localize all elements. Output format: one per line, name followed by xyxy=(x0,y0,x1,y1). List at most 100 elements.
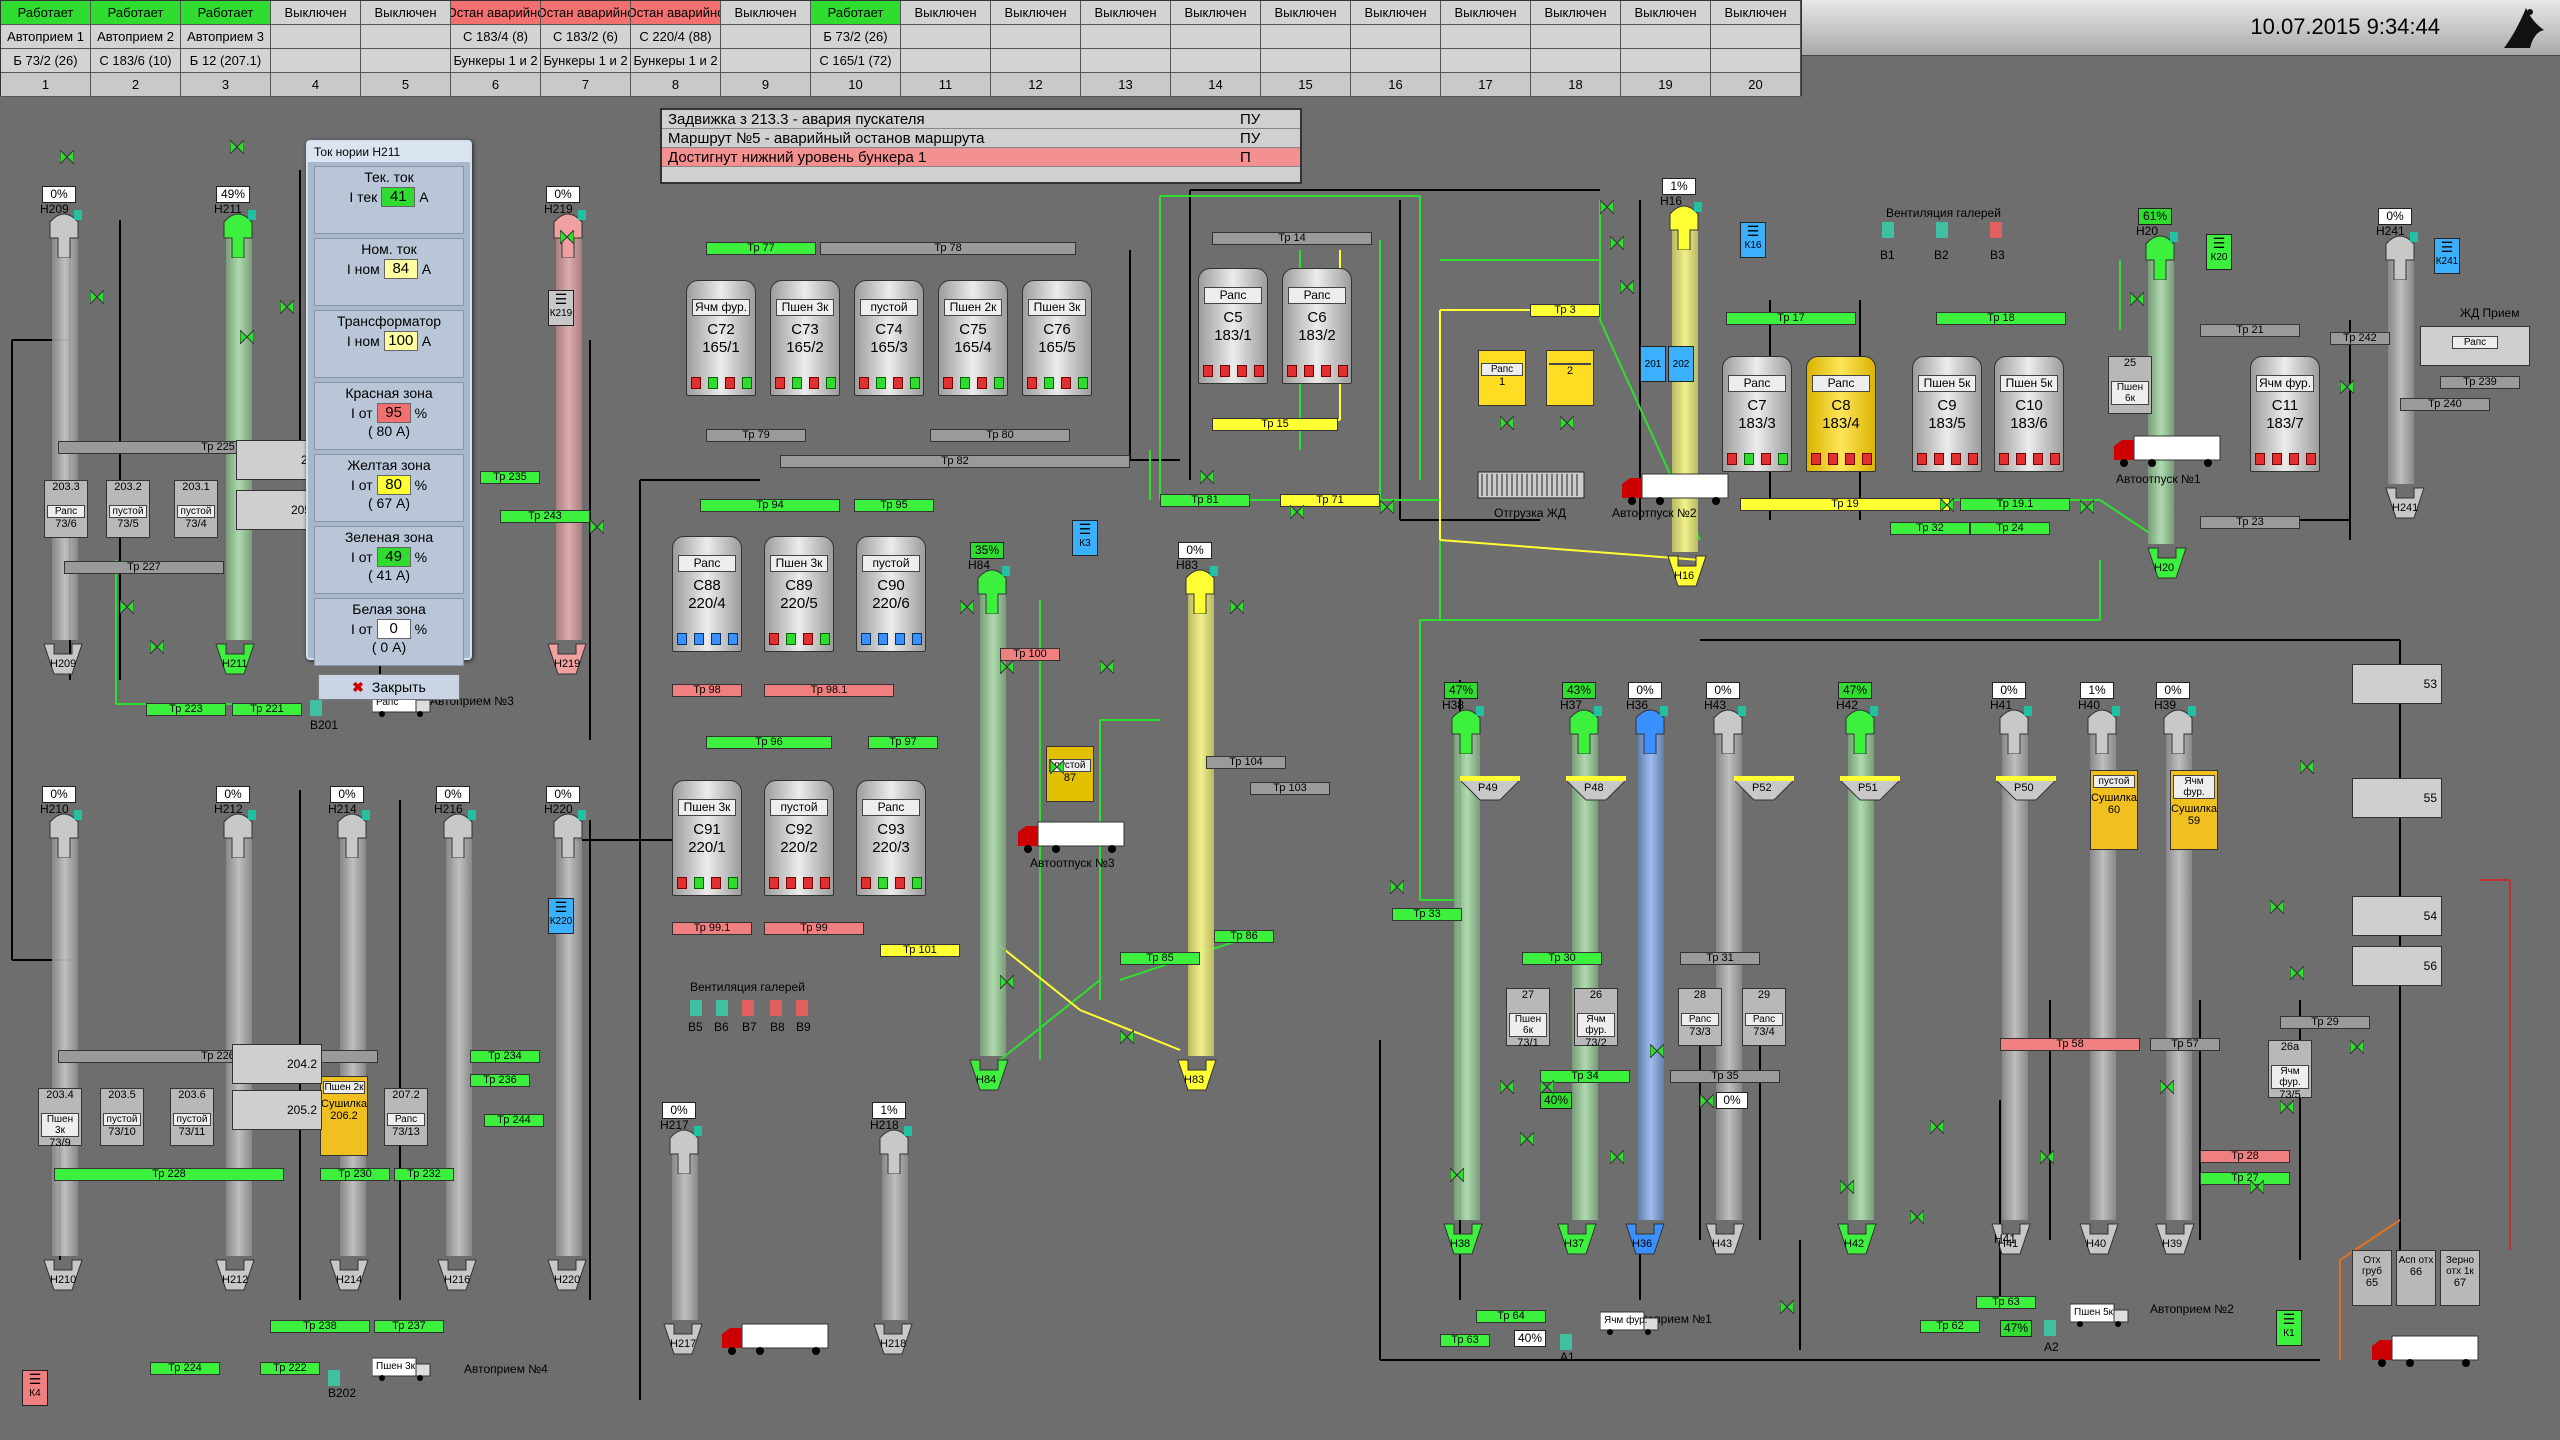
conveyor[interactable]: Тр 96 xyxy=(706,736,832,749)
conveyor[interactable]: Тр 14 xyxy=(1212,232,1372,245)
conveyor[interactable]: Тр 58 xyxy=(2000,1038,2140,1051)
conveyor[interactable]: Тр 17 xyxy=(1726,312,1856,325)
route-source-row-cell[interactable] xyxy=(1711,25,1801,48)
route-status-row-cell[interactable]: Работает xyxy=(1,1,91,24)
conveyor[interactable]: Тр 239 xyxy=(2440,376,2520,389)
elevator-Н39[interactable] xyxy=(2158,704,2198,755)
conveyor[interactable]: Тр 232 xyxy=(394,1168,454,1181)
valve-icon[interactable] xyxy=(149,638,165,656)
group-value[interactable]: 80 xyxy=(376,475,411,495)
conveyor[interactable]: Тр 30 xyxy=(1522,952,1602,965)
vehicle[interactable]: Ячм фур. xyxy=(1599,1310,1660,1336)
route-status-row-cell[interactable]: Остан аварийно xyxy=(451,1,541,24)
rail-wagon-icon[interactable] xyxy=(1476,470,1586,504)
route-target-row-cell[interactable]: Бункеры 1 и 2 xyxy=(631,49,721,72)
fan-icon[interactable] xyxy=(716,1000,728,1016)
elevator-Н217[interactable] xyxy=(664,1124,704,1175)
route-target-row-cell[interactable]: С 183/6 (10) xyxy=(91,49,181,72)
cabinet-К241[interactable]: ☰К241 xyxy=(2434,238,2460,274)
rail-car[interactable]: Рапс xyxy=(2420,326,2530,366)
fan-icon[interactable] xyxy=(796,1000,808,1016)
loading-bin-2[interactable]: 2 xyxy=(1546,350,1594,406)
valve-icon[interactable] xyxy=(959,598,975,616)
conveyor[interactable]: Тр 221 xyxy=(232,703,302,716)
route-source-row-cell[interactable] xyxy=(721,25,811,48)
route-target-row-cell[interactable]: Бункеры 1 и 2 xyxy=(541,49,631,72)
valve-icon[interactable] xyxy=(999,973,1015,991)
conveyor[interactable]: Тр 97 xyxy=(868,736,938,749)
conveyor[interactable]: Тр 240 xyxy=(2400,398,2490,411)
distributor-Р49[interactable]: Р49 xyxy=(1458,776,1522,806)
elevator-Н20[interactable] xyxy=(2140,230,2180,281)
route-source-row-cell[interactable] xyxy=(1171,25,1261,48)
conveyor[interactable]: Тр 64 xyxy=(1476,1310,1546,1323)
elevator-Н43[interactable] xyxy=(1708,704,1748,755)
conveyor[interactable]: Тр 227 xyxy=(64,561,224,574)
route-target-row-cell[interactable]: С 165/1 (72) xyxy=(811,49,901,72)
elevator-boot-Н20[interactable] xyxy=(2146,544,2188,582)
conveyor[interactable]: Тр 238 xyxy=(270,1320,370,1333)
valve-icon[interactable] xyxy=(1649,1042,1665,1060)
route-number-row-cell[interactable]: 9 xyxy=(721,73,811,96)
elevator-Н40[interactable] xyxy=(2082,704,2122,755)
conveyor[interactable]: Тр 82 xyxy=(780,455,1130,468)
valve-icon[interactable] xyxy=(2249,1178,2265,1196)
elevator-Н209[interactable] xyxy=(44,208,84,259)
elevator-boot-Н210[interactable] xyxy=(42,1256,84,1294)
valve-icon[interactable] xyxy=(2269,898,2285,916)
route-number-row-cell[interactable]: 8 xyxy=(631,73,721,96)
route-target-row-cell[interactable] xyxy=(1711,49,1801,72)
route-target-row-cell[interactable] xyxy=(901,49,991,72)
valve-icon[interactable] xyxy=(2349,1038,2365,1056)
distributor-Р52[interactable]: Р52 xyxy=(1732,776,1796,806)
route-target-row-cell[interactable] xyxy=(1621,49,1711,72)
elevator-Н220[interactable] xyxy=(548,808,588,859)
conveyor[interactable]: Тр 244 xyxy=(484,1114,544,1127)
elevator-boot-Н38[interactable] xyxy=(1442,1220,1484,1258)
conveyor[interactable]: Тр 86 xyxy=(1214,930,1274,943)
route-number-row-cell[interactable]: 1 xyxy=(1,73,91,96)
truck-icon[interactable] xyxy=(2370,1334,2480,1368)
group-value[interactable]: 84 xyxy=(383,259,418,279)
route-status-row-cell[interactable]: Работает xyxy=(811,1,901,24)
conveyor[interactable]: Тр 235 xyxy=(480,471,540,484)
route-source-row-cell[interactable] xyxy=(1621,25,1711,48)
valve-icon[interactable] xyxy=(1779,1298,1795,1316)
valve-icon[interactable] xyxy=(1599,198,1615,216)
conveyor[interactable]: Тр 21 xyxy=(2200,324,2300,337)
elevator-boot-Н217[interactable] xyxy=(662,1320,704,1358)
conveyor[interactable]: Тр 101 xyxy=(880,944,960,957)
route-number-row-cell[interactable]: 20 xyxy=(1711,73,1801,96)
valve-icon[interactable] xyxy=(2279,1098,2295,1116)
route-status-row-cell[interactable]: Выключен xyxy=(1081,1,1171,24)
elevator-Н241[interactable] xyxy=(2380,230,2420,281)
valve-icon[interactable] xyxy=(1559,414,1575,432)
conveyor[interactable]: Тр 242 xyxy=(2330,332,2390,345)
route-source-row-cell[interactable] xyxy=(1081,25,1171,48)
route-target-row-cell[interactable] xyxy=(1261,49,1351,72)
conveyor[interactable]: Тр 63 xyxy=(1976,1296,2036,1309)
truck-icon[interactable] xyxy=(1620,472,1730,506)
conveyor[interactable]: Тр 3 xyxy=(1530,304,1600,317)
valve-icon[interactable] xyxy=(1609,1148,1625,1166)
route-status-row-cell[interactable]: Остан аварийно xyxy=(631,1,721,24)
elevator-boot-Н218[interactable] xyxy=(872,1320,914,1358)
group-value[interactable]: 100 xyxy=(383,331,418,351)
bunker-201[interactable]: 201 xyxy=(1640,346,1666,382)
fan-icon[interactable] xyxy=(690,1000,702,1016)
valve-icon[interactable] xyxy=(2339,378,2355,396)
group-value[interactable]: 41 xyxy=(381,187,416,207)
conveyor[interactable]: Тр 226 xyxy=(58,1050,378,1063)
elevator-boot-Н41[interactable] xyxy=(1990,1220,2032,1258)
elevator-boot-Н241[interactable] xyxy=(2384,484,2426,522)
valve-icon[interactable] xyxy=(1539,1078,1555,1096)
bunker-202[interactable]: 202 xyxy=(1668,346,1694,382)
